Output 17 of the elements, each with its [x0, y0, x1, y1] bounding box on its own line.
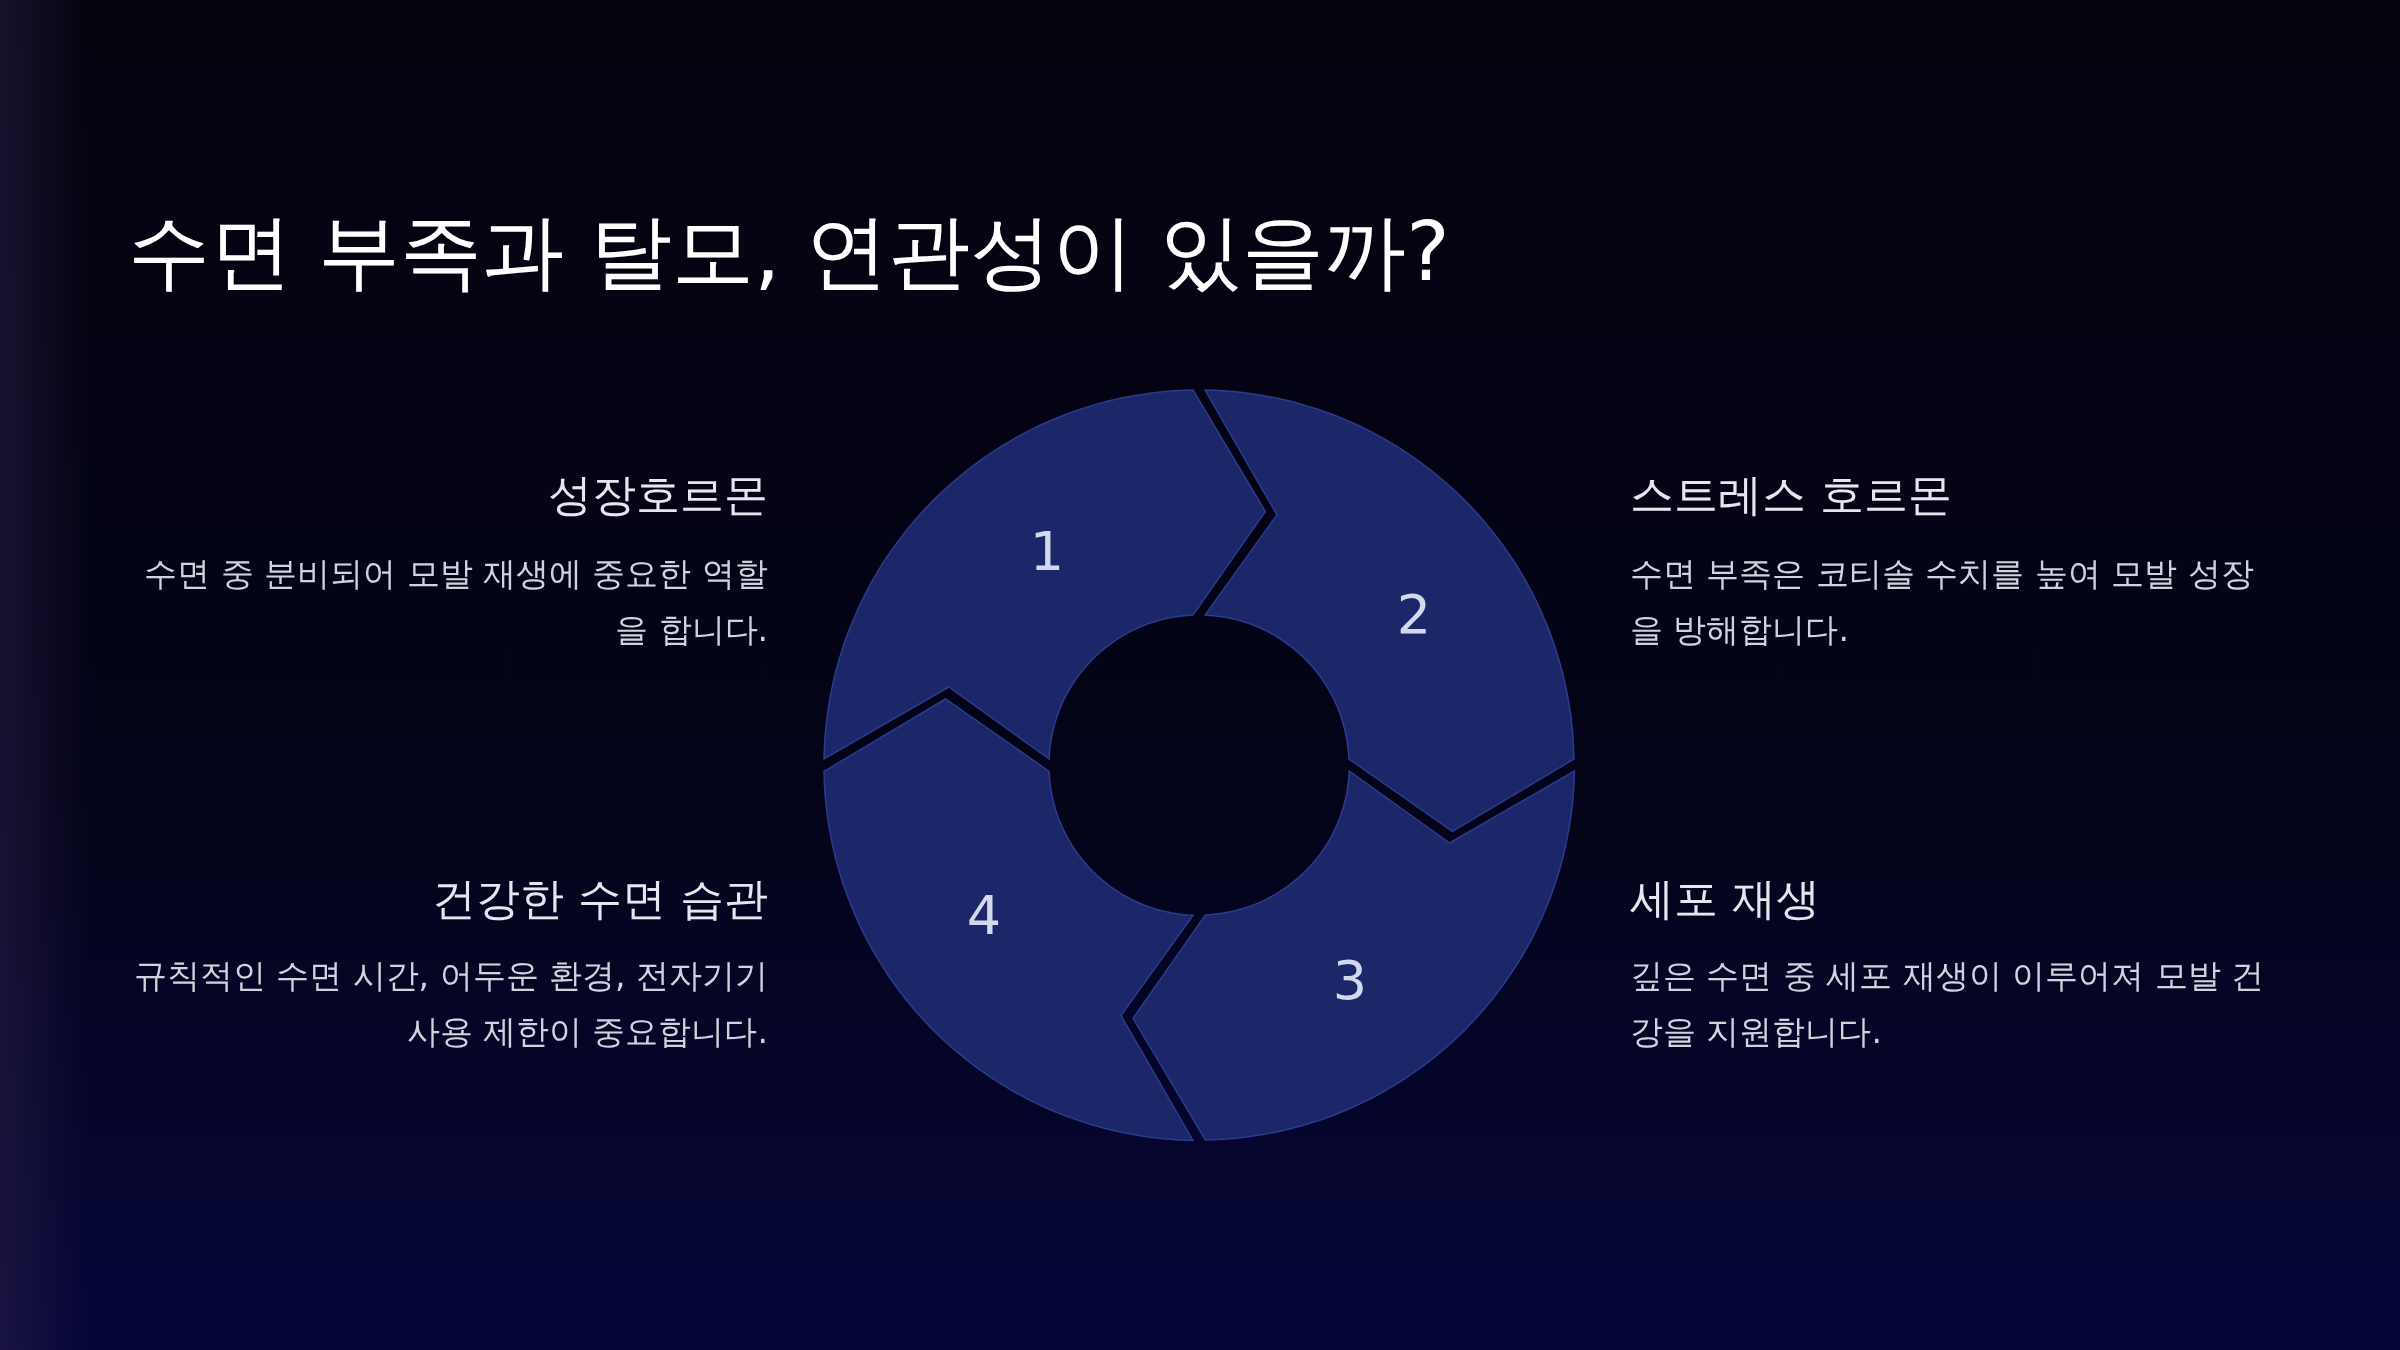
ring-segment	[822, 696, 1195, 1142]
section-heading: 세포 재생	[1630, 872, 1820, 926]
slide-title: 수면 부족과 탈모, 연관성이 있을까?	[128, 203, 1450, 301]
description-text: 수면 부족은 코티솔 수치를 높여 모발 성장을 방해합니다.	[1630, 553, 2255, 651]
step-number: 1	[1029, 519, 1065, 583]
ring-segment	[1130, 769, 1576, 1142]
description-text: 수면 중 분비되어 모발 재생에 중요한 역할을 합니다.	[143, 553, 768, 651]
step-number: 3	[1332, 948, 1368, 1012]
step-number: 4	[966, 883, 1002, 947]
description-text: 규칙적인 수면 시간, 어두운 환경, 전자기기 사용 제한이 중요합니다.	[132, 955, 768, 1053]
description-text: 깊은 수면 중 세포 재생이 이루어져 모발 건강을 지원합니다.	[1630, 955, 2266, 1053]
section-heading: 스트레스 호르몬	[1630, 468, 1952, 522]
section-heading: 건강한 수면 습관	[432, 872, 768, 926]
section-heading: 성장호르몬	[548, 468, 768, 522]
ring-segment	[822, 388, 1268, 761]
ring-segment	[1203, 388, 1576, 834]
step-number: 2	[1396, 582, 1432, 646]
